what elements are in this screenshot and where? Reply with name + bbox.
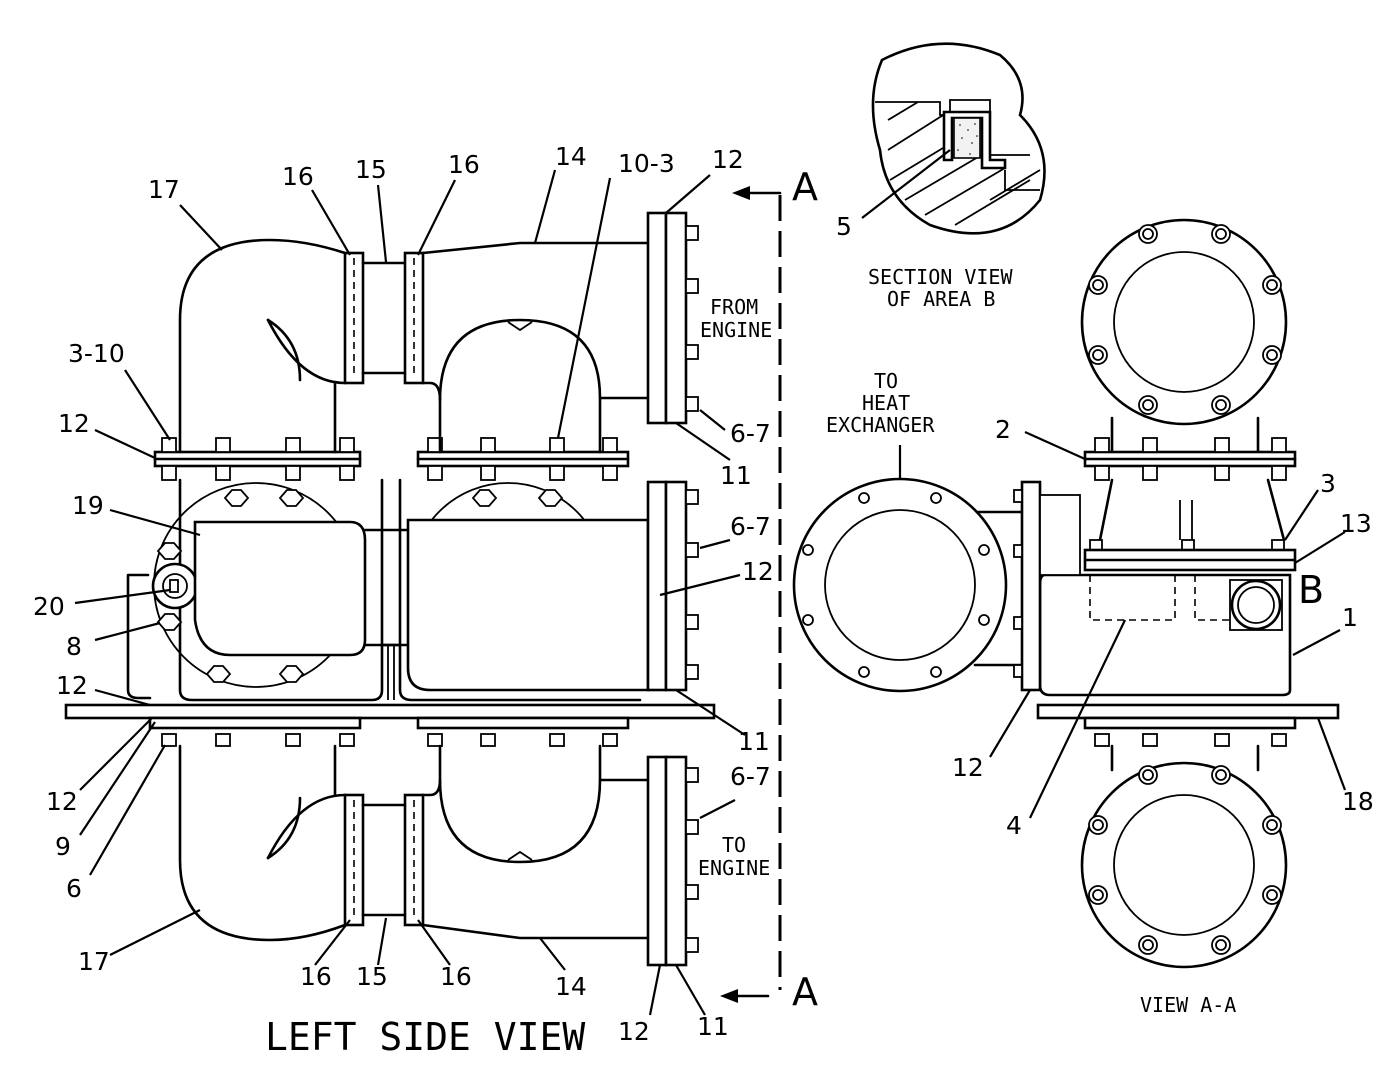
callout-12: 12: [618, 1017, 650, 1046]
lower-flange-bolts: [161, 733, 618, 747]
lower-flange-left: [148, 716, 362, 730]
callout-15: 15: [355, 155, 387, 184]
upper-right-body: [398, 478, 642, 702]
top-outlet-flange: [1080, 218, 1288, 426]
callout-3-10: 3-10: [68, 339, 125, 368]
callout-12: 12: [712, 145, 744, 174]
callout-16: 16: [300, 962, 332, 991]
top-elbow: [178, 238, 347, 454]
base-plate: [64, 703, 716, 720]
leader-lines: [74, 149, 1347, 1016]
bottom-flange-bolts: [685, 767, 699, 953]
callout-16: 16: [282, 162, 314, 191]
left-side-view: [64, 186, 782, 1003]
callout-14: 14: [555, 972, 587, 1001]
to-hx-label-1: TO: [874, 369, 898, 393]
callout-1: 1: [1342, 603, 1358, 632]
section-view-area-b: [871, 42, 1046, 235]
bottom-inlet-bolts: [1088, 765, 1282, 955]
callout-12: 12: [46, 787, 78, 816]
bottom-elbow: [178, 744, 347, 942]
section-title-line2: OF AREA B: [887, 287, 995, 311]
callout-20: 20: [33, 592, 65, 621]
section-title-line1: SECTION VIEW: [868, 265, 1013, 289]
top-pipe: [421, 241, 650, 255]
top-flange-bolts: [685, 225, 699, 412]
section-mark-a-bottom: A: [792, 970, 818, 1014]
section-mark-b: B: [1298, 568, 1324, 612]
callout-13: 13: [1340, 509, 1372, 538]
middle-flange: [646, 480, 668, 692]
middle-elbow-left: [193, 520, 367, 657]
callout-9: 9: [55, 832, 71, 861]
labels: LEFT SIDE VIEW VIEW A-A SECTION VIEW OF …: [33, 142, 1374, 1059]
left-side-view-title: LEFT SIDE VIEW: [265, 1015, 585, 1059]
bottom-inlet-flange: [1080, 761, 1288, 969]
callout-19: 19: [72, 491, 104, 520]
callout-6-7: 6-7: [730, 762, 771, 791]
section-mark-a-top: A: [792, 165, 818, 209]
callout-4: 4: [1006, 811, 1022, 840]
section-arrow-bottom: [720, 989, 738, 1003]
from-engine-label-1: FROM: [710, 295, 758, 319]
callout-15: 15: [356, 962, 388, 991]
from-engine-label-2: ENGINE: [700, 318, 772, 342]
callout-12: 12: [56, 671, 88, 700]
callout-2: 2: [995, 415, 1011, 444]
callout-17: 17: [78, 947, 110, 976]
to-engine-label-1: TO: [722, 833, 746, 857]
bottom-pipe: [421, 923, 650, 940]
callout-3: 3: [1320, 469, 1336, 498]
side-boss: [126, 573, 152, 700]
callout-12: 12: [952, 753, 984, 782]
callout-11: 11: [738, 727, 770, 756]
section-arrow-top: [732, 186, 750, 200]
heat-exchanger-bolts: [802, 492, 990, 678]
callout-12: 12: [742, 557, 774, 586]
bottom-flange: [646, 755, 668, 967]
callout-17: 17: [148, 175, 180, 204]
callout-6: 6: [66, 874, 82, 903]
middle-flange-bolts: [685, 489, 699, 680]
callout-11: 11: [697, 1012, 729, 1041]
callout-6-7: 6-7: [730, 512, 771, 541]
view-aa-title: VIEW A-A: [1140, 993, 1236, 1017]
upper-left-body: [178, 478, 384, 702]
callout-8: 8: [66, 632, 82, 661]
seal-element: [953, 117, 981, 159]
callout-18: 18: [1342, 787, 1374, 816]
top-flange: [646, 211, 668, 425]
to-engine-label-2: ENGINE: [698, 856, 770, 880]
top-outlet-bolts: [1088, 224, 1282, 415]
upper-flange-bolts: [161, 437, 618, 481]
to-hx-label-2: HEAT: [862, 391, 910, 415]
callout-14: 14: [555, 142, 587, 171]
callout-16: 16: [440, 962, 472, 991]
callout-11: 11: [720, 461, 752, 490]
middle-pipe-right: [406, 518, 650, 692]
to-hx-label-3: EXCHANGER: [826, 413, 935, 437]
callout-5: 5: [836, 212, 852, 241]
callout-6-7: 6-7: [730, 419, 771, 448]
view-a-a: [792, 218, 1340, 969]
lower-flange-right: [416, 716, 630, 730]
callout-16: 16: [448, 150, 480, 179]
callout-12: 12: [58, 409, 90, 438]
aa-side-flange: [1020, 480, 1042, 692]
callout-10-3: 10-3: [618, 149, 675, 178]
